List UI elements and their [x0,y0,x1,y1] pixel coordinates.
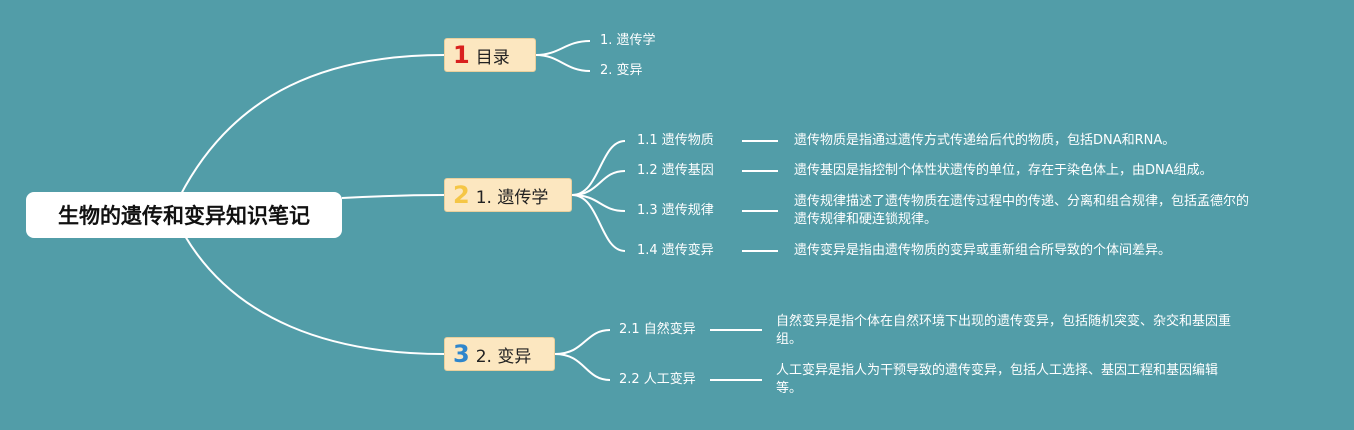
connector-root-b3 [184,235,445,355]
connector-b2-c2 [571,170,626,196]
note-genetic-laws[interactable]: 遗传规律描述了遗传物质在遗传过程中的传递、分离和组合规律，包括孟德尔的 遗传规律… [794,193,1249,229]
note-line: 人工变异是指人为干预导致的遗传变异，包括人工选择、基因工程和基因编辑 [776,363,1219,378]
number-2-icon: 2 [453,181,470,209]
number-3-icon: 3 [453,340,470,368]
note-artificial-variation[interactable]: 人工变异是指人为干预导致的遗传变异，包括人工选择、基因工程和基因编辑 等。 [776,362,1218,398]
note-line: 组。 [776,332,803,347]
connector-b3-c2 [554,353,611,381]
subtopic-natural-variation[interactable]: 2.1 自然变异 [619,322,696,337]
branch-title: 1. 遗传学 [475,187,549,208]
subtopic-variation[interactable]: 2. 变异 [600,63,643,78]
subtopic-genetic-gene[interactable]: 1.2 遗传基因 [637,163,714,178]
branch-title: 2. 变异 [475,346,532,367]
note-natural-variation[interactable]: 自然变异是指个体在自然环境下出现的遗传变异，包括随机突变、杂交和基因重 组。 [776,313,1231,349]
subtopic-genetic-variation[interactable]: 1.4 遗传变异 [637,243,714,258]
note-genetic-material[interactable]: 遗传物质是指通过遗传方式传递给后代的物质，包括DNA和RNA。 [794,132,1175,150]
connector-root-b1 [179,54,445,197]
connector-b2-c4 [571,194,626,252]
note-line: 自然变异是指个体在自然环境下出现的遗传变异，包括随机突变、杂交和基因重 [776,314,1232,329]
branch-title: 目录 [475,47,510,68]
number-1-icon: 1 [453,41,470,69]
subtopic-genetic-material[interactable]: 1.1 遗传物质 [637,133,714,148]
connector-root-b2 [341,194,445,199]
note-line: 遗传规律描述了遗传物质在遗传过程中的传递、分离和组合规律，包括孟德尔的 [794,194,1250,209]
connector-b1-c2 [535,54,591,72]
note-line: 遗传基因是指控制个体性状遗传的单位，存在于染色体上，由DNA组成。 [794,163,1213,178]
connector-b2-c1 [571,140,626,196]
branch-topic-variation[interactable]: 3 2. 变异 [444,337,555,371]
connector-b1-c1 [535,40,591,56]
subtopic-genetics[interactable]: 1. 遗传学 [600,33,656,48]
note-line: 遗传物质是指通过遗传方式传递给后代的物质，包括DNA和RNA。 [794,133,1176,148]
subtopic-artificial-variation[interactable]: 2.2 人工变异 [619,372,696,387]
note-line: 遗传变异是指由遗传物质的变异或重新组合所导致的个体间差异。 [794,243,1172,258]
note-line: 等。 [776,381,803,396]
root-topic[interactable]: 生物的遗传和变异知识笔记 [26,192,342,238]
subtopic-genetic-laws[interactable]: 1.3 遗传规律 [637,203,714,218]
note-genetic-variation[interactable]: 遗传变异是指由遗传物质的变异或重新组合所导致的个体间差异。 [794,242,1171,260]
branch-topic-contents[interactable]: 1 目录 [444,38,536,72]
connector-b3-c1 [554,329,611,355]
note-genetic-gene[interactable]: 遗传基因是指控制个体性状遗传的单位，存在于染色体上，由DNA组成。 [794,162,1213,180]
note-line: 遗传规律和硬连锁规律。 [794,212,938,227]
branch-topic-genetics[interactable]: 2 1. 遗传学 [444,178,572,212]
